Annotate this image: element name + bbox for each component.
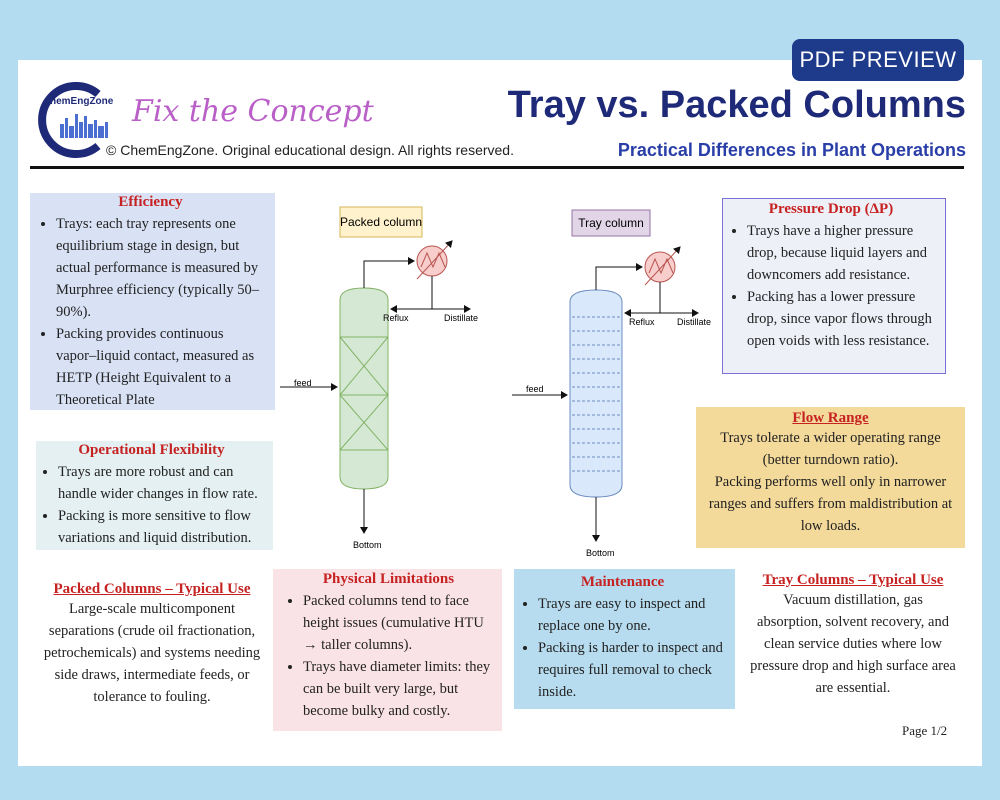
physical-limitations-box: Physical Limitations Packed columns tend… bbox=[273, 569, 502, 731]
page-number: Page 1/2 bbox=[902, 723, 948, 738]
flexibility-title: Operational Flexibility bbox=[78, 442, 225, 458]
column-diagram: Packed column Reflux Distillate feed Bot… bbox=[280, 206, 711, 558]
tray-column: Tray column Reflux Distillate feed Botto bbox=[512, 209, 711, 558]
tray-distillate-label: Distillate bbox=[677, 317, 711, 327]
pdf-preview-badge: PDF PREVIEW bbox=[792, 39, 964, 81]
tray-use-box: Tray Columns – Typical Use Vacuum distil… bbox=[748, 569, 958, 709]
pressure-drop-box: Pressure Drop (ΔP) Trays have a higher p… bbox=[722, 198, 946, 374]
packed-use-title: Packed Columns – Typical Use bbox=[53, 581, 251, 597]
packed-reflux-label: Reflux bbox=[383, 313, 409, 323]
logo-text: hemEngZone bbox=[50, 96, 114, 107]
flexibility-item: Packing is more sensitive to flow variat… bbox=[58, 505, 267, 549]
flow-range-text: Trays tolerate a wider operating range (… bbox=[720, 430, 941, 468]
maintenance-title: Maintenance bbox=[580, 574, 665, 590]
pressure-drop-title: Pressure Drop (ΔP) bbox=[768, 201, 894, 217]
tray-reflux-label: Reflux bbox=[629, 317, 655, 327]
packed-distillate-label: Distillate bbox=[444, 313, 478, 323]
tray-feed-label: feed bbox=[526, 384, 544, 394]
efficiency-item: Trays: each tray represents one equilibr… bbox=[56, 213, 267, 323]
packed-column-label: Packed column bbox=[340, 215, 422, 229]
pressure-drop-item: Packing has a lower pressure drop, since… bbox=[747, 286, 937, 352]
chemengzone-logo bbox=[38, 82, 108, 158]
maintenance-item: Trays are easy to inspect and replace on… bbox=[538, 593, 729, 637]
tray-use-title: Tray Columns – Typical Use bbox=[762, 572, 944, 588]
packed-use-box: Packed Columns – Typical Use Large-scale… bbox=[34, 578, 270, 718]
physical-limitations-item: Packed columns tend to face height issue… bbox=[303, 590, 496, 656]
flow-range-text: Packing performs well only in narrower r… bbox=[708, 474, 953, 534]
packed-column: Packed column Reflux Distillate feed Bot… bbox=[280, 206, 478, 550]
header-divider bbox=[30, 166, 964, 169]
efficiency-item: Packing provides continuous vapor–liquid… bbox=[56, 323, 267, 411]
maintenance-box: Maintenance Trays are easy to inspect an… bbox=[514, 569, 735, 709]
efficiency-box: Efficiency Trays: each tray represents o… bbox=[30, 193, 275, 410]
flow-range-box: Flow Range Trays tolerate a wider operat… bbox=[696, 407, 965, 548]
packed-feed-label: feed bbox=[294, 378, 312, 388]
flow-range-title: Flow Range bbox=[792, 410, 869, 426]
maintenance-item: Packing is harder to inspect and require… bbox=[538, 637, 729, 703]
pressure-drop-item: Trays have a higher pressure drop, becau… bbox=[747, 220, 937, 286]
flexibility-item: Trays are more robust and can handle wid… bbox=[58, 461, 267, 505]
tagline: Fix the Concept bbox=[132, 94, 374, 129]
efficiency-title: Efficiency bbox=[118, 194, 183, 210]
tray-column-label: Tray column bbox=[578, 216, 644, 230]
page-subtitle: Practical Differences in Plant Operation… bbox=[617, 140, 966, 160]
physical-limitations-item: Trays have diameter limits: they can be … bbox=[303, 656, 496, 722]
packed-use-text: Large-scale multicomponent separations (… bbox=[43, 601, 261, 705]
physical-limitations-title: Physical Limitations bbox=[322, 571, 455, 587]
packed-bottom-label: Bottom bbox=[353, 540, 382, 550]
tray-use-text: Vacuum distillation, gas absorption, sol… bbox=[750, 592, 956, 696]
page-title: Tray vs. Packed Columns bbox=[507, 84, 966, 126]
flexibility-box: Operational Flexibility Trays are more r… bbox=[36, 441, 273, 550]
tray-bottom-label: Bottom bbox=[586, 548, 615, 558]
copyright-notice: © ChemEngZone. Original educational desi… bbox=[106, 142, 514, 158]
